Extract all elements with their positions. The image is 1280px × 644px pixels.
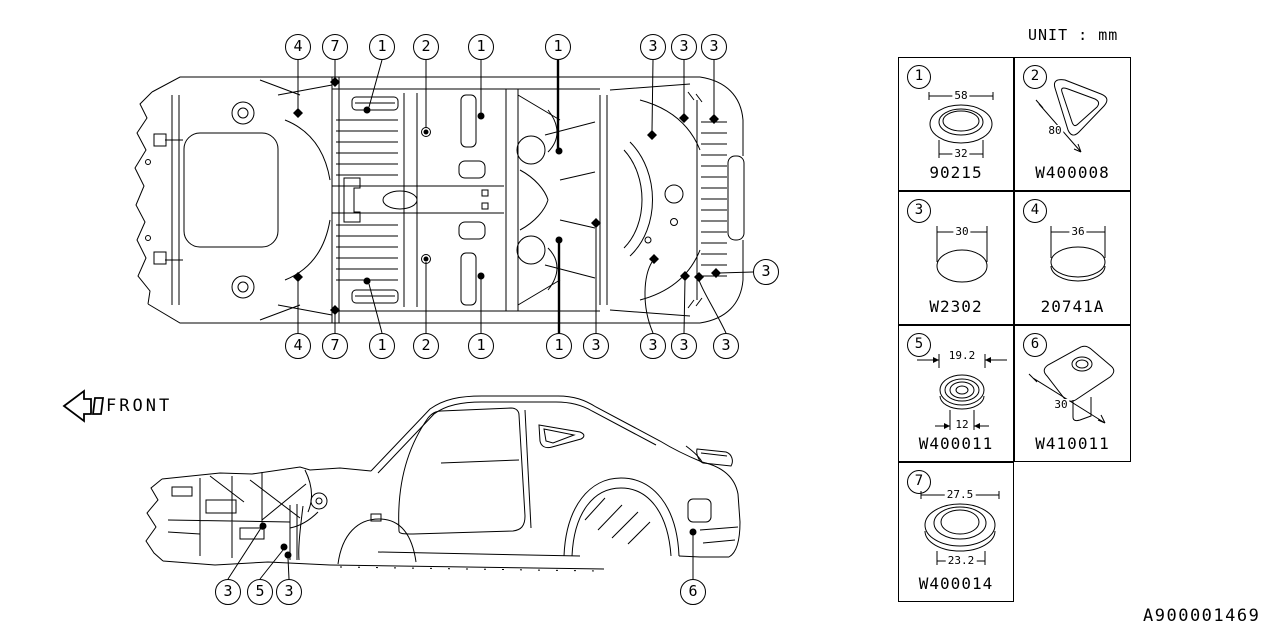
part-number-3: W2302 (929, 297, 983, 316)
part-number-7: W400014 (918, 574, 994, 593)
grommet-triangle-diagram (1035, 79, 1108, 153)
legend-cell-2: 2 80 W400008 (1014, 57, 1131, 191)
sideview-callout-4: 6 (680, 579, 706, 605)
part-number-2: W400008 (1035, 163, 1110, 182)
topview-bottom-callout-8: 3 (640, 333, 666, 359)
part-number-4: 20741A (1040, 297, 1105, 316)
topview-top-callout-4: 2 (413, 34, 439, 60)
topview-top-callout-7: 3 (640, 34, 666, 60)
dimension-label: 23.2 (945, 553, 977, 568)
front-direction-arrow-icon (62, 389, 105, 423)
dimension-label: 19.2 (946, 348, 978, 363)
plug-location-markers (259, 77, 721, 559)
legend-ref-badge-2: 2 (1023, 65, 1047, 89)
dimension-label: 12 (953, 417, 971, 432)
dimension-label: 36 (1069, 224, 1087, 239)
dimension-label: 27.5 (944, 487, 976, 502)
legend-ref-badge-1: 1 (907, 65, 931, 89)
unit-label: UNIT : mm (1028, 26, 1119, 44)
drawing-number: A900001469 (1143, 606, 1261, 626)
sideview-callout-2: 5 (247, 579, 273, 605)
legend-cell-5: 5 19.2 12 W400011 (898, 325, 1014, 462)
legend-ref-badge-4: 4 (1023, 199, 1047, 223)
topview-bottom-callout-1: 4 (285, 333, 311, 359)
topview-top-callout-1: 4 (285, 34, 311, 60)
plug-flanged-diagram (920, 491, 1000, 565)
sideview-callout-1: 3 (215, 579, 241, 605)
topview-top-callout-8: 3 (671, 34, 697, 60)
topview-top-callout-6: 1 (545, 34, 571, 60)
dimension-label: 32 (952, 146, 970, 161)
dimension-label: 80 (1046, 123, 1064, 138)
legend-cell-4: 4 36 20741A (1014, 191, 1131, 325)
topview-bottom-callout-7: 3 (583, 333, 609, 359)
topview-top-callout-5: 1 (468, 34, 494, 60)
plug-cap-diagram (1050, 226, 1106, 282)
part-number-6: W410011 (1035, 434, 1110, 453)
legend-cell-3: 3 30 W2302 (898, 191, 1014, 325)
topview-top-callout-3: 1 (369, 34, 395, 60)
topview-bottom-callout-9: 3 (671, 333, 697, 359)
dimension-label: 30 (1052, 397, 1070, 412)
topview-bottom-callout-2: 7 (322, 333, 348, 359)
body-side-view-drawing (145, 395, 741, 572)
topview-top-callout-2: 7 (322, 34, 348, 60)
callout-leader-lines (227, 59, 754, 580)
topview-bottom-callout-3: 1 (369, 333, 395, 359)
floorpan-top-view-drawing (134, 76, 745, 324)
topview-bottom-callout-6: 1 (546, 333, 572, 359)
dimension-label: 30 (953, 224, 971, 239)
legend-cell-7: 7 27.5 23.2 W400014 (898, 462, 1014, 602)
topview-bottom-callout-5: 1 (468, 333, 494, 359)
topview-bottom-callout-10: 3 (713, 333, 739, 359)
part-number-5: W400011 (918, 434, 994, 453)
topview-right-callout: 3 (753, 259, 779, 285)
topview-top-callout-9: 3 (701, 34, 727, 60)
plug-concentric-diagram (917, 354, 1007, 430)
part-number-1: 90215 (929, 163, 983, 182)
sideview-callout-3: 3 (276, 579, 302, 605)
dimension-label: 58 (952, 88, 970, 103)
legend-cell-1: 1 58 32 90215 (898, 57, 1014, 191)
legend-ref-badge-3: 3 (907, 199, 931, 223)
legend-ref-badge-6: 6 (1023, 333, 1047, 357)
legend-ref-badge-5: 5 (907, 333, 931, 357)
legend-cell-6: 6 30 W410011 (1014, 325, 1131, 462)
front-label: FRONT (106, 396, 173, 416)
legend-ref-badge-7: 7 (907, 470, 931, 494)
topview-bottom-callout-4: 2 (413, 333, 439, 359)
